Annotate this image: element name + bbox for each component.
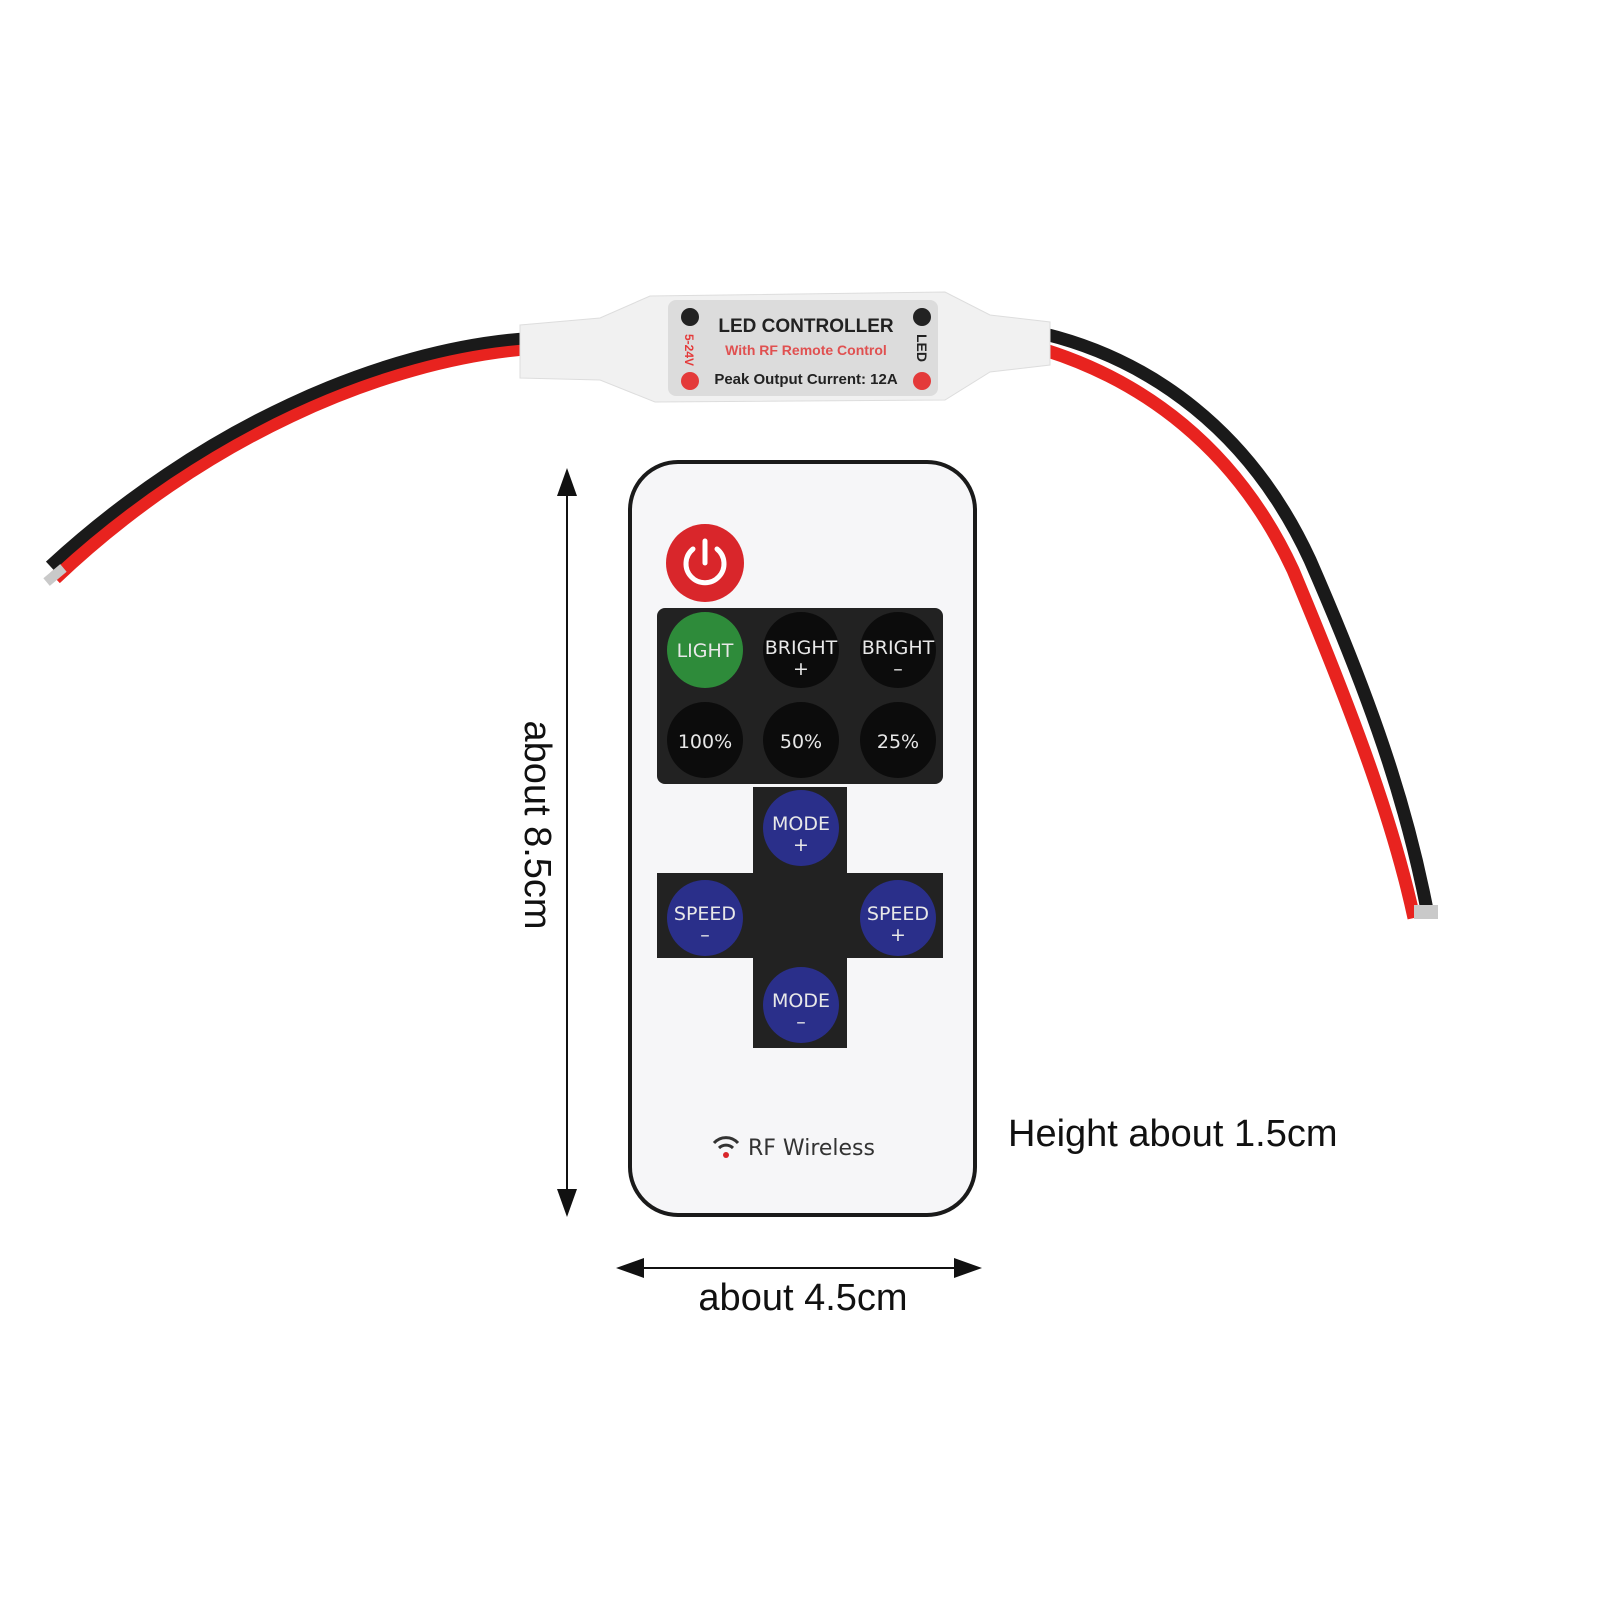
rf-wireless-label: RF Wireless — [748, 1136, 875, 1161]
bright-minus-label: BRIGHT — [862, 637, 935, 659]
minus-sign: – — [893, 658, 903, 680]
minus-sign: – — [796, 1011, 806, 1033]
brightness-25-label: 25% — [877, 731, 919, 753]
plus-sign: + — [793, 658, 809, 680]
bright-plus-label: BRIGHT — [765, 637, 838, 659]
led-controller: LED CONTROLLER With RF Remote Control Pe… — [519, 291, 1051, 403]
plus-sign: + — [793, 834, 809, 856]
input-voltage-label: 5-24V — [682, 334, 696, 366]
light-label: LIGHT — [677, 640, 734, 662]
plus-icon — [913, 372, 931, 390]
minus-icon — [681, 308, 699, 326]
controller-current: Peak Output Current: 12A — [714, 371, 898, 388]
speed-plus-label: SPEED — [867, 903, 929, 925]
plus-sign: + — [890, 924, 906, 946]
right-wire — [1043, 327, 1438, 920]
light-button[interactable]: LIGHT — [667, 612, 743, 688]
height-label: Height about 1.5cm — [1008, 1113, 1338, 1155]
wireless-icon — [712, 1136, 740, 1158]
mode-minus-label: MODE — [772, 990, 830, 1012]
controller-label-panel — [668, 300, 938, 396]
bright-minus-button[interactable]: BRIGHT– — [860, 612, 936, 688]
brightness-100-label: 100% — [678, 731, 732, 753]
speed-minus-button[interactable]: SPEED– — [667, 880, 743, 956]
rf-remote: LIGHT BRIGHT+ BRIGHT– 100% 50% 25% MODE+… — [628, 460, 977, 1217]
mode-plus-label: MODE — [772, 813, 830, 835]
brightness-100-button[interactable]: 100% — [667, 702, 743, 778]
speed-minus-label: SPEED — [674, 903, 736, 925]
speed-plus-button[interactable]: SPEED+ — [860, 880, 936, 956]
power-icon — [683, 546, 727, 586]
minus-icon — [913, 308, 931, 326]
minus-sign: – — [700, 924, 710, 946]
controller-subtitle: With RF Remote Control — [725, 342, 887, 358]
brightness-25-button[interactable]: 25% — [860, 702, 936, 778]
power-button[interactable] — [666, 524, 744, 602]
controller-title: LED CONTROLLER — [718, 316, 893, 337]
width-label: about 4.5cm — [698, 1277, 907, 1319]
mode-plus-button[interactable]: MODE+ — [763, 790, 839, 866]
left-wire — [43, 332, 531, 586]
dpad-panel — [657, 787, 943, 1048]
length-label: about 8.5cm — [516, 720, 558, 929]
mode-minus-button[interactable]: MODE– — [763, 967, 839, 1043]
output-label: LED — [914, 334, 930, 362]
brightness-50-button[interactable]: 50% — [763, 702, 839, 778]
bright-plus-button[interactable]: BRIGHT+ — [763, 612, 839, 688]
plus-icon — [681, 372, 699, 390]
brightness-50-label: 50% — [780, 731, 822, 753]
